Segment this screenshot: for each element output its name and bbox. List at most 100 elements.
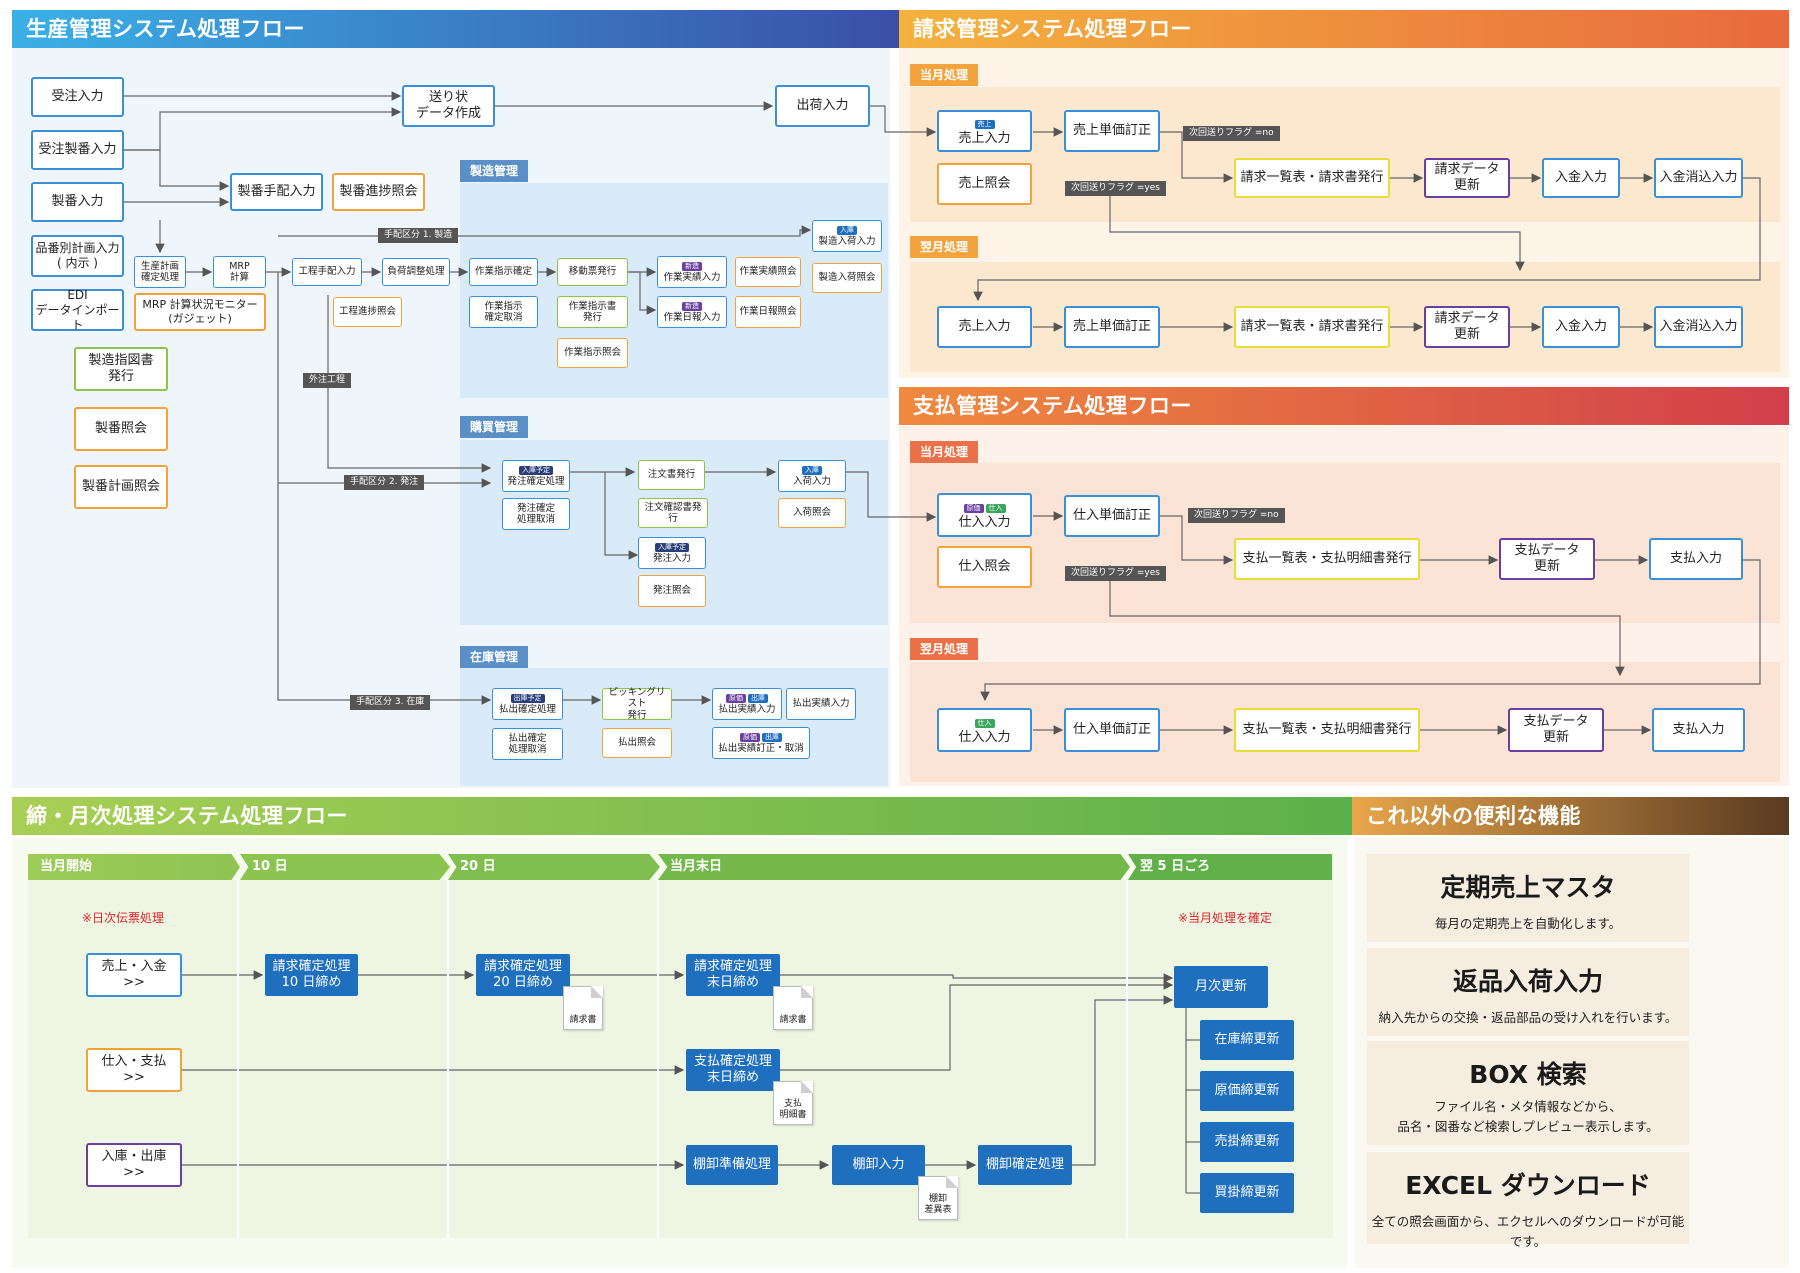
pay-end-box[interactable]: 支払確定処理 末日締め — [686, 1049, 780, 1091]
stock-close-box[interactable]: 在庫締更新 — [1200, 1020, 1294, 1060]
move-slip-box[interactable]: 移動票発行 — [557, 258, 628, 286]
mfg-receipt-inquiry-box[interactable]: 製造入荷照会 — [812, 263, 882, 293]
lot-inquiry-box[interactable]: 製番照会 — [74, 407, 168, 451]
step-next-5: 翌 5 日ごろ — [1128, 854, 1332, 880]
feature-card: 定期売上マスタ 毎月の定期売上を自動化します。 — [1367, 854, 1689, 942]
work-instr-box[interactable]: 作業指示確定 — [469, 258, 538, 286]
issue-confirm-box[interactable]: 出庫予定払出確定処理 — [492, 688, 563, 720]
buy-order-inquiry-box[interactable]: 発注照会 — [638, 575, 706, 607]
mrp-monitor-box[interactable]: MRP 計算状況モニター (ガジェット) — [134, 293, 266, 331]
badge-out: 出庫 — [748, 694, 768, 704]
payment-next-price-fix-box[interactable]: 仕入単価訂正 — [1064, 708, 1160, 752]
mfg-drawing-box[interactable]: 製造指図書 発行 — [74, 347, 168, 391]
payment-purchase-input-box[interactable]: 原価仕入仕入入力 — [937, 493, 1032, 537]
po-ack-issue-box[interactable]: 注文確認書発行 — [638, 498, 708, 528]
work-instr-cancel-box[interactable]: 作業指示 確定取消 — [469, 296, 538, 328]
billing-next-price-fix-box[interactable]: 売上単価訂正 — [1064, 306, 1160, 348]
receipt-input-box[interactable]: 入庫入荷入力 — [778, 460, 846, 492]
payment-purchase-inquiry-box[interactable]: 仕入照会 — [937, 546, 1032, 588]
badge-buy: 仕入 — [985, 503, 1006, 513]
load-adjust-box[interactable]: 負荷調整処理 — [382, 258, 450, 286]
mfg-receipt-box[interactable]: 入庫製造入荷入力 — [812, 220, 882, 252]
prod-plan-confirm-box[interactable]: 生産計画 確定処理 — [134, 256, 186, 288]
order-confirm-box[interactable]: 入庫予定発注確定処理 — [502, 460, 570, 492]
ar-close-box[interactable]: 売掛締更新 — [1200, 1122, 1294, 1162]
buy-order-input-box[interactable]: 入庫予定発注入力 — [638, 537, 706, 569]
process-arrange-box[interactable]: 工程手配入力 — [292, 258, 362, 286]
order-input-box[interactable]: 受注入力 — [31, 77, 124, 117]
cost-close-box[interactable]: 原価締更新 — [1200, 1071, 1294, 1111]
work-instr-inquiry-box[interactable]: 作業指示照会 — [557, 338, 628, 368]
billing-sales-input-box[interactable]: 売上売上入力 — [937, 110, 1032, 152]
doc-inv: 棚卸 差異表 — [918, 1176, 958, 1220]
issue-inquiry-box[interactable]: 払出照会 — [602, 728, 672, 758]
payment-data-box[interactable]: 支払データ 更新 — [1499, 538, 1595, 580]
feature-title: 定期売上マスタ — [1440, 873, 1616, 902]
lot-plan-inquiry-box[interactable]: 製番計画照会 — [74, 465, 168, 509]
billing-flag-no: 次回送りフラグ =no — [1183, 126, 1280, 141]
work-instr-slip-box[interactable]: 作業指示書 発行 — [557, 296, 628, 328]
payment-pay-input-box[interactable]: 支払入力 — [1649, 538, 1743, 580]
mrp-calc-box[interactable]: MRP 計算 — [213, 256, 266, 288]
receipt-inquiry-box[interactable]: 入荷照会 — [778, 498, 846, 528]
stock-inout-box[interactable]: 入庫・出庫 >> — [86, 1143, 182, 1187]
order-confirm-cancel-box[interactable]: 発注確定 処理取消 — [502, 498, 570, 530]
inv-input-box[interactable]: 棚卸入力 — [832, 1145, 925, 1185]
issue-confirm-cancel-box[interactable]: 払出確定 処理取消 — [492, 728, 563, 760]
payment-next-list-box[interactable]: 支払一覧表・支払明細書発行 — [1234, 708, 1420, 752]
bill-end-box[interactable]: 請求確定処理 末日締め — [686, 954, 780, 996]
badge-new: 新造 — [682, 262, 702, 272]
sales-in-box[interactable]: 売上・入金 >> — [86, 953, 182, 997]
billing-next-list-box[interactable]: 請求一覧表・請求書発行 — [1234, 306, 1390, 348]
po-issue-box[interactable]: 注文書発行 — [638, 460, 705, 490]
billing-flag-yes: 次回送りフラグ =yes — [1065, 181, 1166, 196]
edi-box[interactable]: EDI データインポート — [31, 288, 124, 332]
payment-list-box[interactable]: 支払一覧表・支払明細書発行 — [1234, 538, 1420, 580]
issue-result-2-box[interactable]: 払出実績入力 — [786, 688, 856, 720]
badge-src: 原価 — [740, 733, 760, 743]
payment-next-purchase-input-box[interactable]: 仕入仕入入力 — [937, 708, 1032, 752]
billing-next-payment-clear-box[interactable]: 入金消込入力 — [1654, 306, 1743, 348]
work-result-inquiry-box[interactable]: 作業実績照会 — [735, 257, 801, 287]
billing-list-box[interactable]: 請求一覧表・請求書発行 — [1234, 158, 1390, 198]
issue-result-fix-box[interactable]: 原価出庫払出実績訂正・取消 — [712, 727, 810, 759]
lot-arrange-box[interactable]: 製番手配入力 — [230, 173, 323, 211]
billing-this-subpanel — [910, 87, 1780, 222]
bill-10-box[interactable]: 請求確定処理 10 日締め — [265, 954, 358, 996]
billing-price-fix-box[interactable]: 売上単価訂正 — [1064, 110, 1160, 152]
lot-progress-box[interactable]: 製番進捗照会 — [332, 173, 425, 211]
inv-prep-box[interactable]: 棚卸準備処理 — [686, 1145, 778, 1185]
monthly-update-box[interactable]: 月次更新 — [1174, 966, 1268, 1008]
ap-close-box[interactable]: 買掛締更新 — [1200, 1173, 1294, 1213]
badge-plan: 入庫予定 — [519, 466, 553, 476]
badge-sales: 売上 — [974, 119, 995, 129]
payment-next-pay-input-box[interactable]: 支払入力 — [1652, 708, 1745, 752]
payment-next-data-box[interactable]: 支払データ 更新 — [1508, 708, 1604, 752]
process-progress-box[interactable]: 工程進捗照会 — [333, 297, 402, 327]
payment-price-fix-box[interactable]: 仕入単価訂正 — [1064, 495, 1160, 537]
billing-payment-clear-box[interactable]: 入金消込入力 — [1654, 158, 1743, 198]
badge-plan: 入庫予定 — [655, 543, 689, 553]
billing-next-payment-in-box[interactable]: 入金入力 — [1542, 306, 1620, 348]
payment-this-tag: 当月処理 — [910, 441, 979, 463]
work-result-box[interactable]: 新造作業実績入力 — [657, 256, 727, 288]
lot-input-box[interactable]: 製番入力 — [31, 182, 124, 222]
billing-next-sales-input-box[interactable]: 売上入力 — [937, 306, 1032, 348]
billing-next-data-box[interactable]: 請求データ 更新 — [1424, 306, 1510, 348]
outsource-flag: 外注工程 — [303, 373, 352, 388]
billing-sales-inquiry-box[interactable]: 売上照会 — [937, 163, 1032, 205]
issue-result-box[interactable]: 原価出庫払出実績入力 — [712, 688, 782, 720]
bill-20-box[interactable]: 請求確定処理 20 日締め — [476, 954, 570, 996]
order-lot-input-box[interactable]: 受注製番入力 — [31, 130, 124, 170]
billing-payment-in-box[interactable]: 入金入力 — [1542, 158, 1620, 198]
shipment-box[interactable]: 出荷入力 — [775, 85, 870, 127]
work-daily-box[interactable]: 新造作業日報入力 — [657, 296, 727, 328]
invoice-slip-box[interactable]: 送り状 データ作成 — [402, 85, 495, 127]
picking-box[interactable]: ピッキングリスト 発行 — [602, 687, 672, 721]
purchase-pay-box[interactable]: 仕入・支払 >> — [86, 1048, 182, 1092]
work-daily-inquiry-box[interactable]: 作業日報照会 — [735, 296, 801, 328]
billing-data-box[interactable]: 請求データ 更新 — [1424, 158, 1510, 198]
item-plan-box[interactable]: 品番別計画入力 ( 内示 ) — [31, 235, 124, 277]
inv-confirm-box[interactable]: 棚卸確定処理 — [978, 1145, 1072, 1185]
step-month-end: 当月末日 — [658, 854, 1130, 880]
